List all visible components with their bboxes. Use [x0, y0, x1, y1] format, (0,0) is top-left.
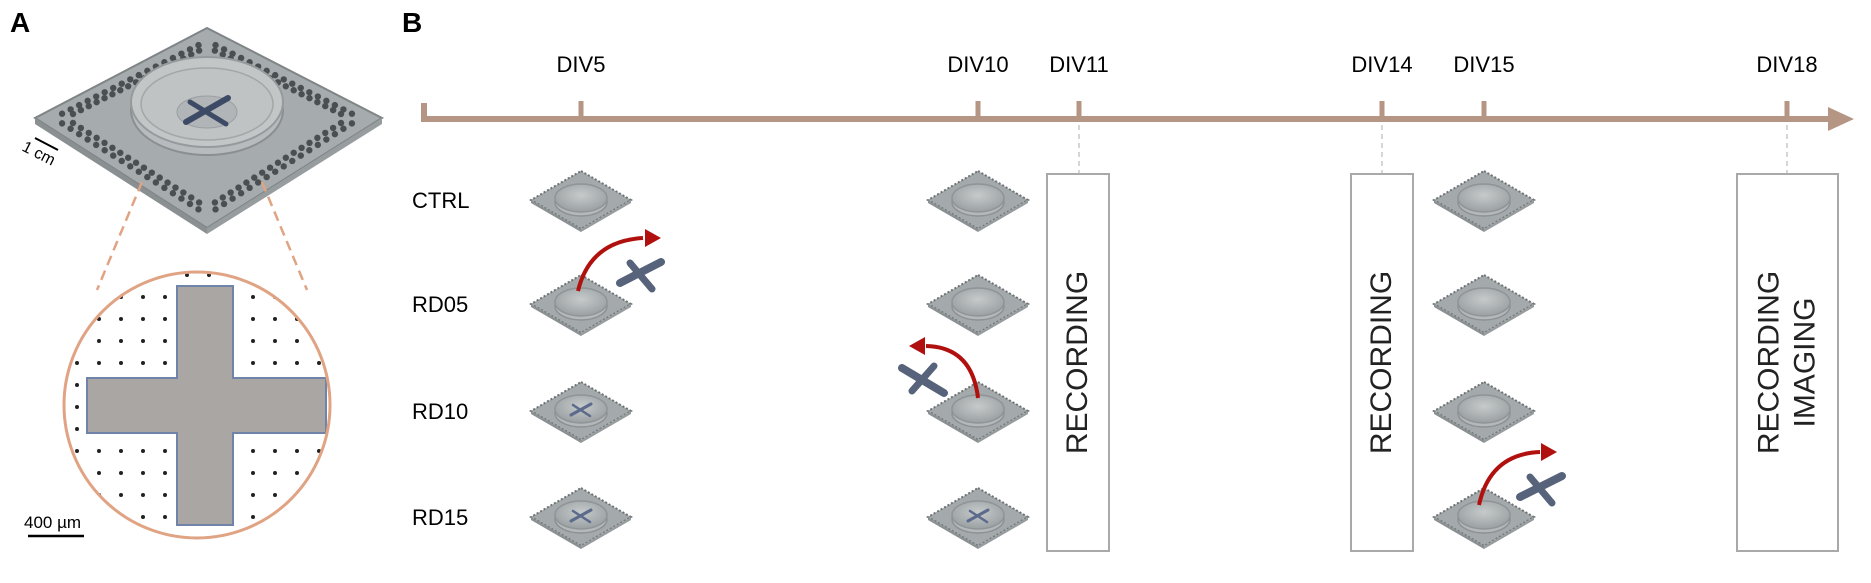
zoom-detail-circle	[62, 270, 332, 540]
panel-label-a: A	[10, 7, 30, 38]
session-div14: RECORDING	[1350, 125, 1414, 552]
chip-rd10-col1	[529, 380, 633, 443]
large-chip-illustration	[33, 26, 385, 234]
session-label-recording: RECORDING	[1365, 271, 1398, 454]
chip-ctrl-col1	[529, 169, 633, 232]
day-label-div5: DIV5	[557, 52, 606, 77]
panel-label-b: B	[402, 7, 422, 38]
session-box-div14	[1350, 173, 1414, 552]
chip-rd05-col2	[926, 273, 1030, 336]
chip-rd15-col1	[529, 486, 633, 549]
cross-removal-rd05	[576, 229, 665, 293]
chip-rd10-col3	[1432, 380, 1536, 443]
zoom-line-right	[260, 181, 309, 291]
chip-grid	[529, 169, 1536, 549]
scale-label-1cm: 1 cm	[19, 138, 58, 169]
cross-removal-rd15-div15	[1477, 443, 1566, 507]
session-label-imaging: IMAGING	[1789, 297, 1822, 427]
chip-ctrl-col2	[926, 169, 1030, 232]
row-label-rd10: RD10	[412, 399, 468, 424]
day-label-div14: DIV14	[1351, 52, 1412, 77]
row-label-ctrl: CTRL	[412, 188, 469, 213]
chip-rd15-col2	[926, 486, 1030, 549]
scale-bar-1cm: 1 cm	[19, 137, 59, 169]
session-label-recording: RECORDING	[1753, 271, 1786, 454]
zoom-line-left	[95, 181, 144, 291]
chip-ctrl-col3	[1432, 169, 1536, 232]
timeline: DIV5 DIV10 DIV11 DIV14 DIV15 DIV18	[421, 52, 1854, 131]
session-div11: RECORDING	[1046, 125, 1110, 552]
session-box-div11	[1046, 173, 1110, 552]
session-box-div18	[1736, 173, 1839, 552]
row-label-rd15: RD15	[412, 505, 468, 530]
day-label-div15: DIV15	[1453, 52, 1514, 77]
session-label-recording: RECORDING	[1061, 271, 1094, 454]
chip-rd05-col3	[1432, 273, 1536, 336]
row-label-rd05: RD05	[412, 292, 468, 317]
day-label-div10: DIV10	[947, 52, 1008, 77]
scale-bar-400um: 400 µm	[24, 513, 84, 538]
cross-removal-rd10	[898, 337, 980, 399]
chip-rd15-col3	[1432, 486, 1536, 549]
day-label-div18: DIV18	[1756, 52, 1817, 77]
scale-label-400um: 400 µm	[24, 513, 81, 532]
chip-rd10-col2	[926, 380, 1030, 443]
day-label-div11: DIV11	[1049, 52, 1109, 77]
chip-rd05-col1	[529, 273, 633, 336]
